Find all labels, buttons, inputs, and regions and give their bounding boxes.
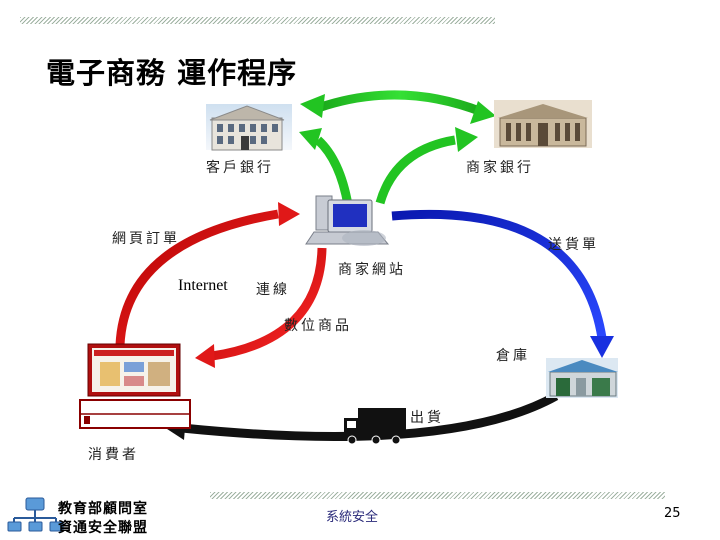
warehouse-label: 倉庫 [496, 348, 530, 364]
delivery-truck-icon [344, 408, 406, 445]
merchant-site-label: 商家網站 [338, 262, 406, 278]
connect-label: 連線 [256, 282, 290, 298]
green-arrow-site-to-customer-bank [299, 128, 353, 206]
green-arrow-bank-to-bank [300, 90, 496, 124]
green-arrow-site-to-merchant-bank [375, 127, 478, 205]
merchant-bank-building-image [494, 100, 592, 148]
warehouse-image [546, 358, 618, 398]
consumer-label: 消費者 [88, 447, 139, 463]
footer-center-text: 系統安全 [326, 510, 379, 525]
digital-goods-label: 數位商品 [284, 318, 352, 334]
delivery-order-label: 送貨單 [548, 237, 599, 253]
page-title: 電子商務 運作程序 [46, 56, 298, 90]
merchant-server-computer-image [305, 195, 390, 246]
org-network-logo-icon [7, 497, 64, 532]
top-hatch-divider [20, 17, 495, 24]
footer-hatch-divider [210, 492, 665, 499]
customer-bank-building-image [206, 104, 292, 151]
org-name-line2: 資通安全聯盟 [58, 520, 148, 536]
web-order-label: 網頁訂單 [112, 231, 180, 247]
shipping-label: 出貨 [410, 410, 444, 426]
blue-arrow-delivery-order [391, 209, 614, 358]
org-name-line1: 教育部顧問室 [58, 501, 148, 517]
customer-bank-label: 客戶銀行 [206, 160, 274, 176]
red-arrow-web-order [115, 202, 300, 346]
merchant-bank-label: 商家銀行 [466, 160, 534, 176]
consumer-computer-image [79, 343, 191, 429]
red-arrow-digital-goods [195, 247, 327, 368]
page-number: 25 [664, 506, 681, 521]
internet-label: Internet [178, 277, 228, 294]
